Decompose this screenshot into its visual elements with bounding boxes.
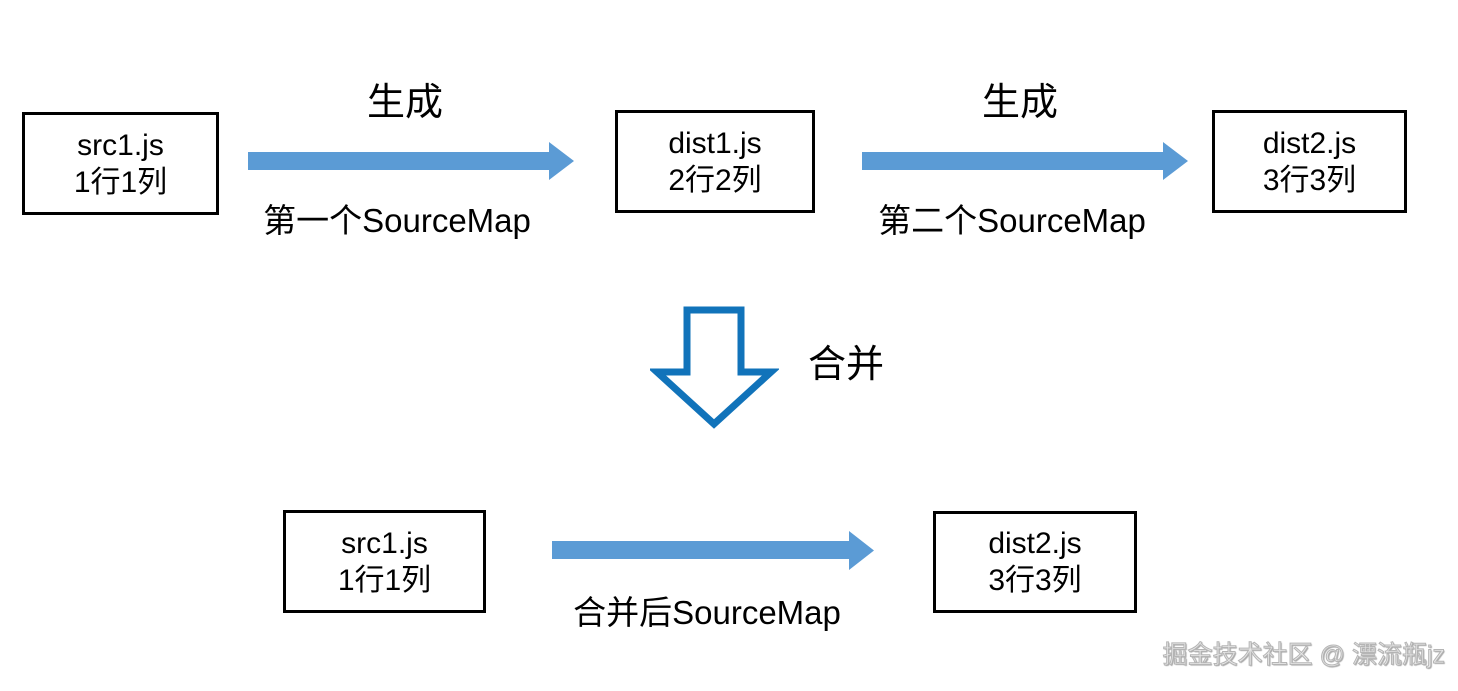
file-name: src1.js: [77, 128, 164, 162]
arrow-shape: [862, 142, 1188, 180]
generate-arrow-2-icon: [862, 142, 1188, 180]
first-sourcemap-label: 第一个SourceMap: [263, 202, 531, 239]
merged-sourcemap-label: 合并后SourceMap: [573, 594, 841, 631]
file-position: 2行2列: [668, 163, 762, 197]
file-position: 3行3列: [988, 564, 1082, 597]
file-position: 1行1列: [337, 563, 432, 597]
merge-label: 合并: [808, 344, 885, 386]
arrow-shape: [552, 531, 874, 570]
file-box-dist2-bottom: dist2.js 3行3列: [933, 511, 1137, 613]
file-name: dist2.js: [1262, 126, 1357, 160]
file-box-src1-top: src1.js 1行1列: [22, 112, 219, 215]
arrow-shape: [248, 142, 574, 180]
file-box-dist2-top: dist2.js 3行3列: [1212, 110, 1407, 213]
file-box-dist1: dist1.js 2行2列: [615, 110, 815, 213]
second-sourcemap-label: 第二个SourceMap: [878, 202, 1146, 239]
file-position: 3行3列: [1262, 163, 1357, 197]
watermark-text: 掘金技术社区 @ 漂流瓶jz: [1162, 641, 1445, 670]
file-box-src1-bottom: src1.js 1行1列: [283, 510, 486, 613]
file-name: src1.js: [341, 526, 428, 560]
file-name: dist2.js: [988, 527, 1082, 560]
merged-sourcemap-arrow-icon: [552, 531, 874, 570]
generate-label-2: 生成: [981, 82, 1058, 124]
generate-label-1: 生成: [366, 82, 443, 124]
file-name: dist1.js: [668, 126, 762, 160]
merge-down-arrow-icon: [650, 306, 779, 429]
arrow-shape: [650, 306, 779, 429]
file-position: 1行1列: [73, 165, 168, 199]
generate-arrow-1-icon: [248, 142, 574, 180]
